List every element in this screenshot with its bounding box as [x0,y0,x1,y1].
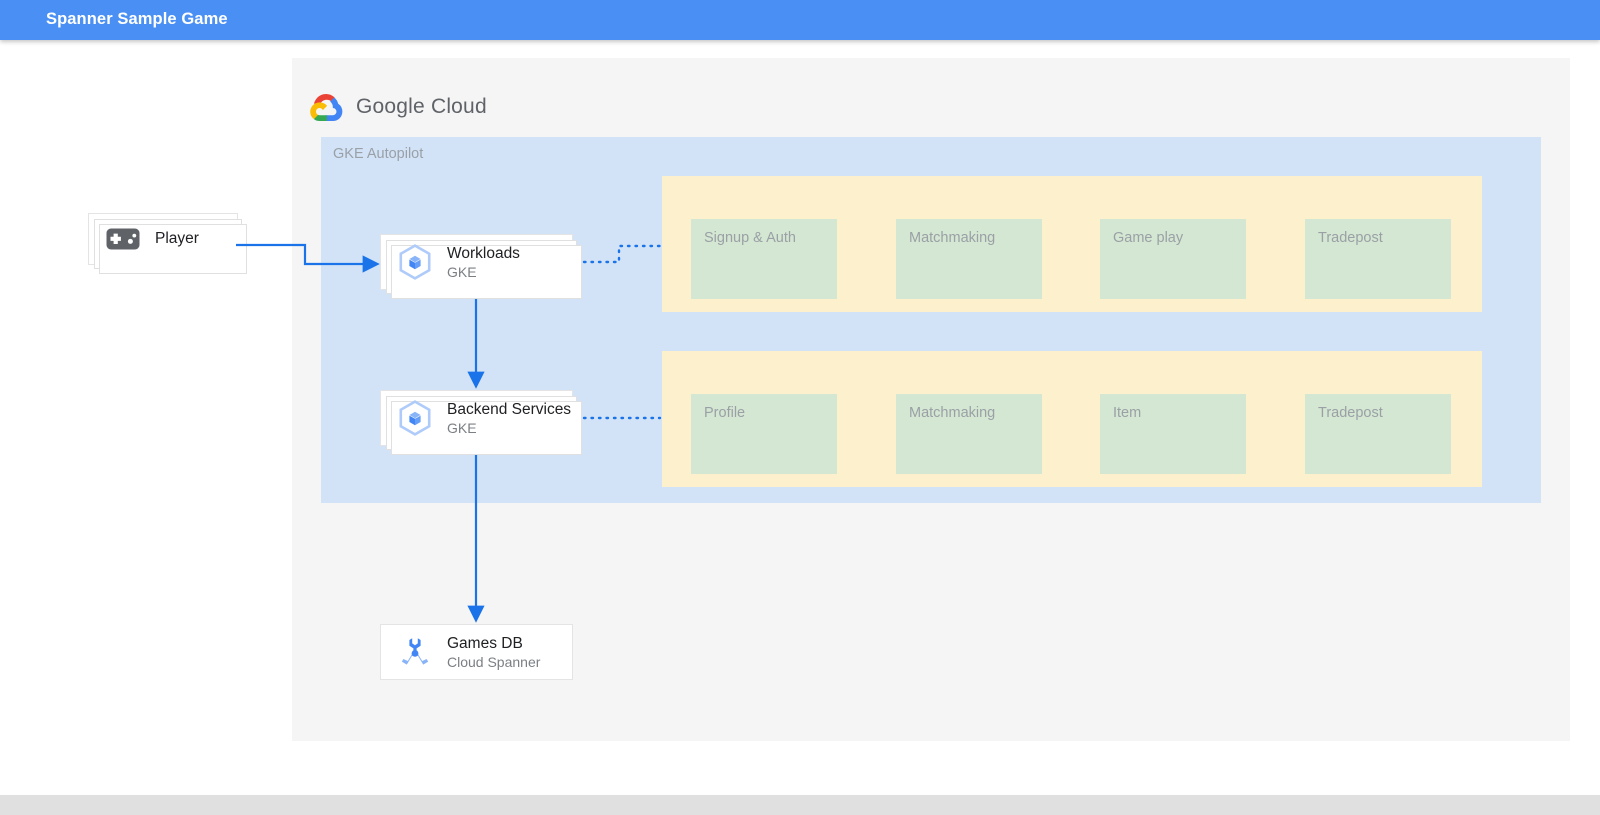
gke-autopilot-group-label: GKE Autopilot [333,146,424,162]
node-title: Backend Services [447,400,572,418]
node-title: Workloads [447,244,520,262]
node-backend-services-text: Backend Services GKE [447,400,571,437]
gke-hexagon-icon [393,396,437,440]
node-games-db-text: Games DB Cloud Spanner [447,634,540,671]
service-box-tradepost: Tradepost [1305,219,1451,299]
bottom-status-strip [0,795,1600,815]
service-group-1: Signup & Auth Matchmaking Game play Trad… [662,176,1482,312]
service-group-2: Profile Matchmaking Item Tradepost [662,351,1482,487]
node-workloads[interactable]: Workloads GKE [380,234,582,299]
node-player[interactable]: Player [88,213,247,274]
node-subtitle: GKE [447,263,477,280]
service-box-label: Matchmaking [909,405,996,421]
service-box-item: Item [1100,394,1246,474]
node-games-db[interactable]: Games DB Cloud Spanner [380,624,573,680]
service-box-label: Tradepost [1318,230,1383,246]
cloud-spanner-icon [393,630,437,674]
service-box-matchmaking: Matchmaking [896,219,1042,299]
service-box-label: Signup & Auth [704,230,796,246]
service-box-matchmaking: Matchmaking [896,394,1042,474]
node-subtitle: Cloud Spanner [447,653,541,670]
node-title: Player [155,230,199,247]
node-backend-services[interactable]: Backend Services GKE [380,390,582,455]
node-workloads-text: Workloads GKE [447,244,520,281]
gamepad-icon [101,217,145,261]
service-box-label: Item [1113,405,1142,421]
node-title: Games DB [447,634,523,652]
service-box-game-play: Game play [1100,219,1246,299]
service-box-tradepost: Tradepost [1305,394,1451,474]
node-subtitle: GKE [447,419,477,436]
service-box-profile: Profile [691,394,837,474]
service-box-signup-auth: Signup & Auth [691,219,837,299]
gke-hexagon-icon [393,240,437,284]
app-title: Spanner Sample Game [46,10,228,28]
service-box-label: Game play [1113,230,1184,246]
service-box-label: Tradepost [1318,405,1383,421]
node-player-text: Player [155,230,199,248]
app-header-bar: Spanner Sample Game [0,0,1600,40]
google-cloud-branding: Google Cloud [310,92,487,122]
architecture-diagram-canvas: Google Cloud GKE Autopilot Signup & Auth… [292,58,1570,741]
google-cloud-logo-icon [310,94,343,122]
service-box-label: Profile [704,405,746,421]
google-cloud-logo-text: Google Cloud [356,95,487,118]
service-box-label: Matchmaking [909,230,996,246]
